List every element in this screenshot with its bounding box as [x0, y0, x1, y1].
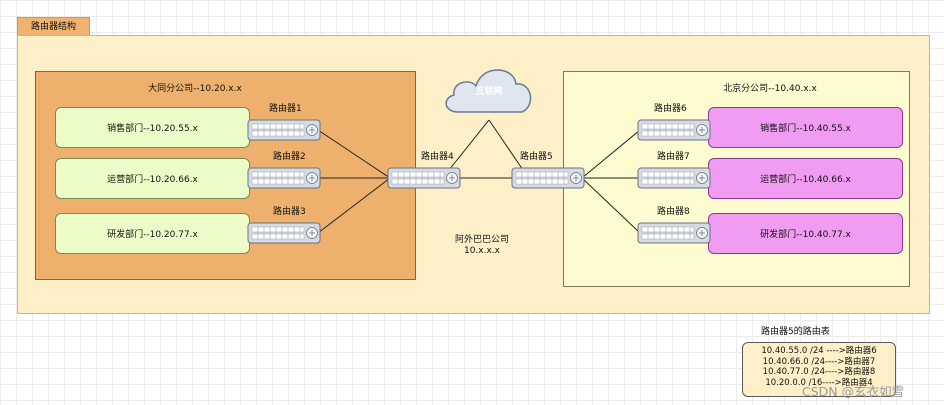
dept-label: 销售部门--10.40.55.x: [760, 124, 851, 134]
router-label-5: 路由器5: [520, 152, 553, 162]
dept-rnd-datong: 研发部门--10.20.77.x: [55, 213, 250, 254]
dept-label: 销售部门--10.20.55.x: [107, 124, 198, 134]
dept-sales-datong: 销售部门--10.20.55.x: [55, 107, 250, 148]
dept-label: 运营部门--10.20.66.x: [107, 175, 198, 185]
router-label-1: 路由器1: [269, 104, 302, 114]
dept-operations-datong: 运营部门--10.20.66.x: [55, 158, 250, 199]
route-table-title: 路由器5的路由表: [761, 327, 830, 337]
datong-branch-label: 大同分公司--10.20.x.x: [148, 84, 242, 94]
dept-label: 运营部门--10.40.66.x: [760, 175, 851, 185]
route-table: 10.40.55.0 /24 ---->路由器6 10.40.66.0 /24-…: [742, 342, 896, 397]
route-table-row: 10.40.55.0 /24 ---->路由器6: [761, 346, 877, 356]
route-table-row: 10.20.0.0 /16---->路由器4: [765, 377, 873, 388]
route-table-row: 10.40.77.0 /24---->路由器8: [762, 367, 876, 377]
router-label-6: 路由器6: [654, 104, 687, 114]
router-label-2: 路由器2: [273, 152, 306, 162]
diagram-tab-title: 路由器结构: [17, 17, 90, 35]
dept-operations-beijing: 运营部门--10.40.66.x: [708, 158, 903, 199]
router-label-8: 路由器8: [657, 207, 690, 217]
route-table-row: 10.40.66.0 /24---->路由器7: [762, 356, 876, 367]
router-label-7: 路由器7: [657, 152, 690, 162]
dept-label: 研发部门--10.20.77.x: [107, 230, 198, 240]
dept-label: 研发部门--10.40.77.x: [760, 230, 851, 240]
router-label-3: 路由器3: [273, 207, 306, 217]
internet-cloud-label: 互联网: [475, 87, 503, 97]
company-subnet: 10.x.x.x: [463, 246, 500, 256]
dept-sales-beijing: 销售部门--10.40.55.x: [708, 107, 903, 148]
watermark: CSDN @玄衣如雪: [802, 384, 905, 399]
router-label-4: 路由器4: [421, 152, 454, 162]
beijing-branch-label: 北京分公司--10.40.x.x: [723, 84, 817, 94]
company-name: 阿外巴巴公司: [454, 235, 509, 245]
dept-rnd-beijing: 研发部门--10.40.77.x: [708, 213, 903, 254]
